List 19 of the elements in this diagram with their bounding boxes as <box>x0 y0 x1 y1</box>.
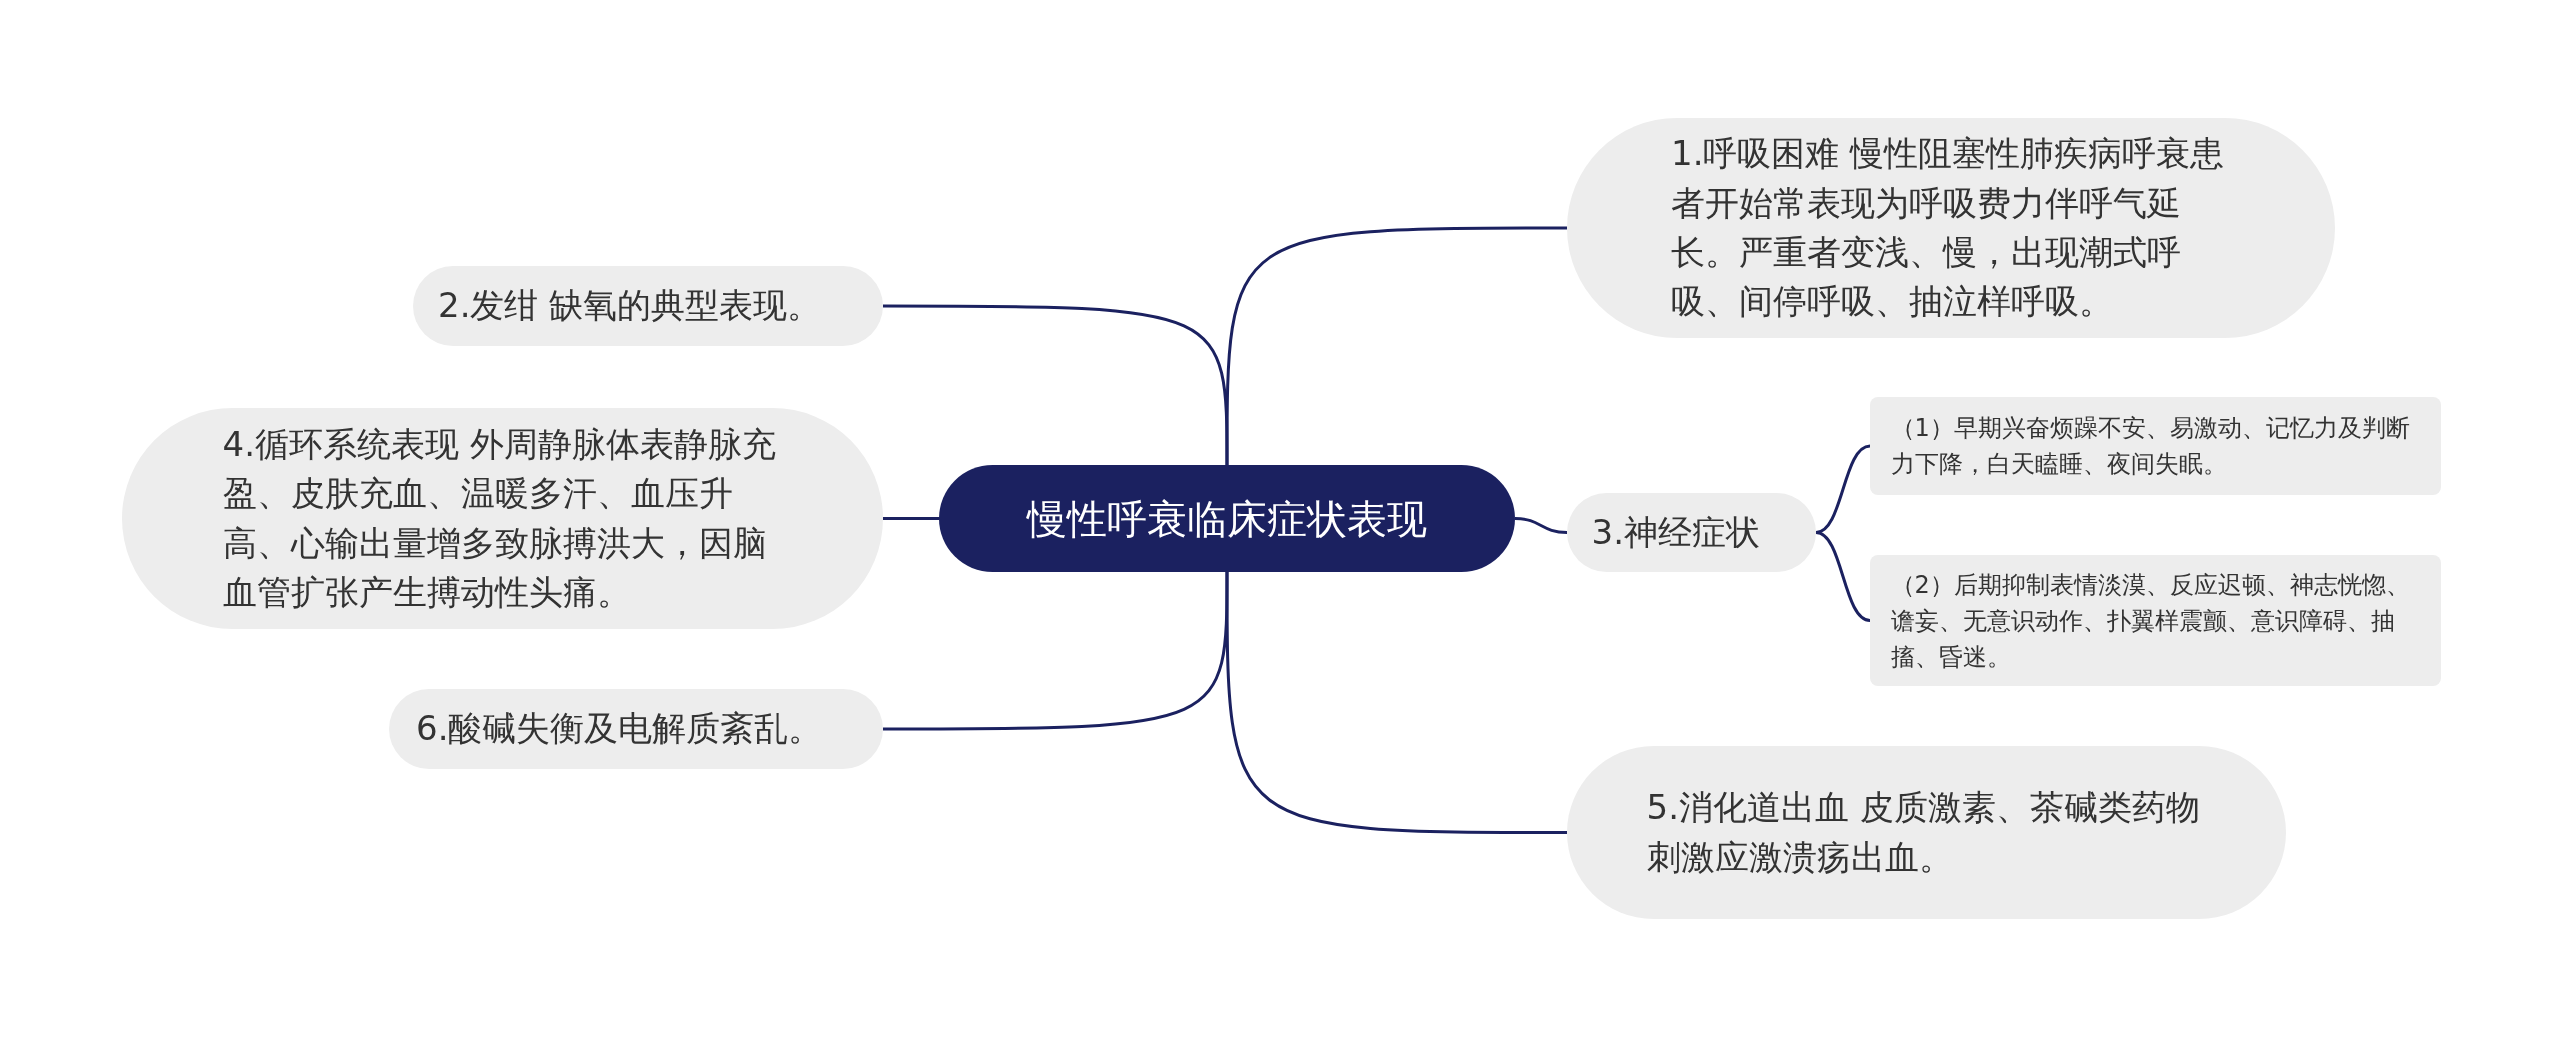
connector-curve <box>1514 517 1568 534</box>
topic-text: 1.呼吸困难 慢性阻塞性肺疾病呼衰患者开始常表现为呼吸费力伴呼气延长。严重者变浅、慢，出现潮式呼吸、间停呼吸、抽泣样呼吸。 <box>1671 132 2226 324</box>
topic-text: 3.神经症状 <box>1591 510 1761 554</box>
topic-text: 6.酸碱失衡及电解质紊乱。 <box>416 707 824 751</box>
connector-curve <box>883 304 1229 465</box>
topic-text: 4.循环系统表现 外周静脉体表静脉充盈、皮肤充血、温暖多汗、血压升高、心输出量增多致脉搏洪大，因脑血管扩张产生搏动性头痛。 <box>222 422 777 614</box>
subtopic-card <box>1870 555 2441 686</box>
connector-curve <box>1815 531 1871 622</box>
topic-text: 慢性呼衰临床症状表现 <box>1025 494 1428 544</box>
connector-curve <box>1225 572 1567 834</box>
connector-curve <box>883 517 939 520</box>
connector-curve <box>1225 226 1567 465</box>
topic-text: 2.发绀 缺氧的典型表现。 <box>438 284 823 328</box>
topic-text: 5.消化道出血 皮质激素、茶碱类药物刺激应激溃疡出血。 <box>1646 786 2201 879</box>
connector-curve <box>883 572 1229 731</box>
topic-text: （2）后期抑制表情淡漠、反应迟顿、神志恍惚、谵妄、无意识动作、扑翼样震颤、意识障碍、抽搐、昏迷。 <box>1890 569 2411 673</box>
subtopic-card <box>1870 397 2441 495</box>
connector-curve <box>1815 444 1871 534</box>
topic-text: （1）早期兴奋烦躁不安、易激动、记忆力及判断力下降，白天瞌睡、夜间失眠。 <box>1890 413 2411 480</box>
